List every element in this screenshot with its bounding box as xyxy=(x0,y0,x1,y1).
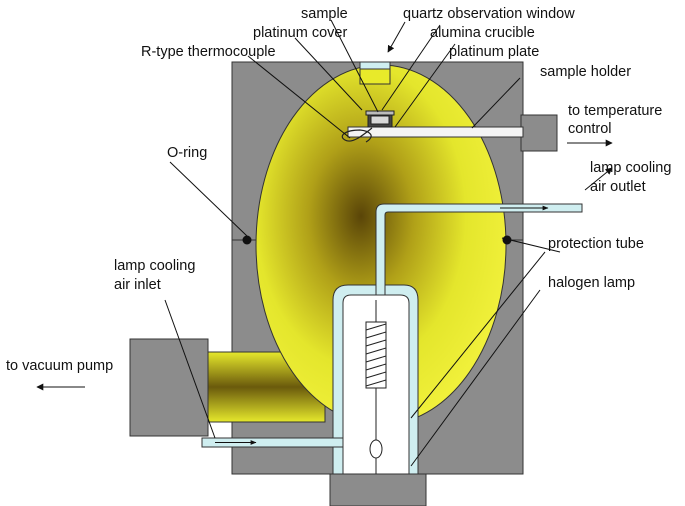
halogen-lamp xyxy=(365,300,387,474)
temperature-connector xyxy=(520,114,558,152)
outlet-arrow xyxy=(584,167,613,191)
label-to-temperature-2: control xyxy=(568,121,612,137)
vacuum-port xyxy=(129,338,326,437)
label-cooling-inlet-1: lamp cooling xyxy=(114,258,195,274)
label-halogen-lamp: halogen lamp xyxy=(548,275,635,291)
label-to-vacuum-pump: to vacuum pump xyxy=(6,358,113,374)
o-ring-left xyxy=(242,235,252,245)
crucible-assembly xyxy=(365,110,395,128)
label-o-ring: O-ring xyxy=(167,145,207,161)
label-platinum-plate: platinum plate xyxy=(449,44,539,60)
air-outlet-tube xyxy=(375,203,583,296)
label-sample-holder: sample holder xyxy=(540,64,631,80)
label-to-temperature-1: to temperature xyxy=(568,103,662,119)
label-cooling-outlet-2: air outlet xyxy=(590,179,646,195)
window-arrow xyxy=(387,21,406,53)
label-cooling-outlet-1: lamp cooling xyxy=(590,160,671,176)
air-inlet-tube xyxy=(201,437,344,448)
sample-holder-rod xyxy=(347,126,524,138)
label-quartz-window: quartz observation window xyxy=(403,6,575,22)
label-r-type-thermocouple: R-type thermocouple xyxy=(141,44,276,60)
label-platinum-cover: platinum cover xyxy=(253,25,347,41)
label-protection-tube: protection tube xyxy=(548,236,644,252)
quartz-window xyxy=(359,61,391,85)
label-cooling-inlet-2: air inlet xyxy=(114,277,161,293)
o-ring-right xyxy=(502,235,512,245)
label-alumina-crucible: alumina crucible xyxy=(430,25,535,41)
bottom-base xyxy=(329,473,427,506)
leader-lines xyxy=(164,19,561,467)
label-sample: sample xyxy=(301,6,348,22)
